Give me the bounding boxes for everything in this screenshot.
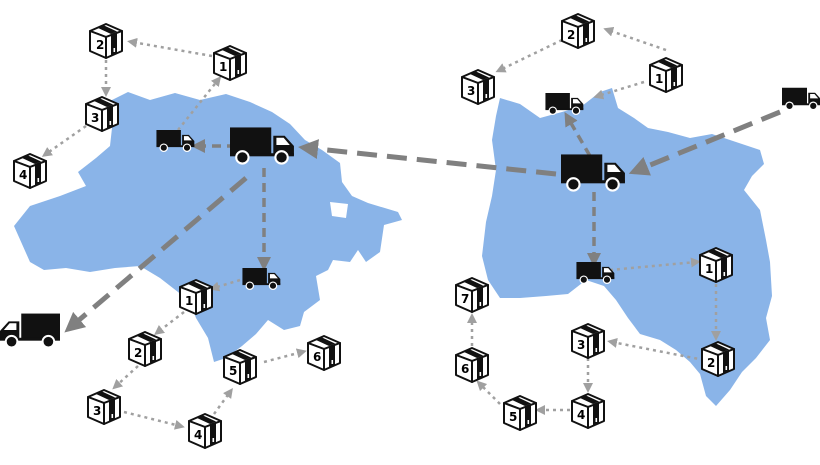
local-routes [41,26,721,430]
parcel-number: 2 [567,28,575,42]
parcel-box: 3 [87,389,121,425]
parcel-number: 2 [96,38,104,52]
left-city-region [14,92,402,362]
parcel-box: 4 [13,153,47,189]
parcel-box: 4 [571,393,605,429]
parcel-box: 4 [188,413,222,449]
parcel-box-icon [89,23,123,59]
parcel-number: 2 [707,356,715,370]
parcel-box: 7 [455,277,489,313]
parcel-box: 1 [179,279,213,315]
left-city-parcels: 2 1 3 4 1 2 3 4 5 6 [13,23,341,449]
parcel-number: 3 [93,404,101,418]
parcel-number: 6 [313,350,321,364]
parcel-box: 1 [649,57,683,93]
trunk-routes [64,109,781,333]
parcel-number: 3 [577,338,585,352]
parcel-number: 5 [509,410,517,424]
trunk-route-outbound [64,176,248,333]
parcel-number: 3 [467,84,475,98]
parcel-number: 6 [461,362,469,376]
parcel-box: 3 [571,323,605,359]
parcel-box: 2 [128,331,162,367]
parcel-box: 2 [89,23,123,59]
parcel-number: 2 [134,346,142,360]
branch-routes [191,111,601,271]
parcel-number: 7 [461,292,469,306]
parcel-number: 4 [194,428,202,442]
parcel-number: 4 [577,408,585,422]
right-city-parcels: 2 3 1 1 2 3 4 5 6 7 [455,13,735,431]
trunk-route-city-to-city [298,139,557,177]
parcel-number: 1 [185,294,193,308]
parcel-number: 4 [19,168,27,182]
right-city-region [482,88,772,406]
truck-icon [782,86,820,111]
left-city-notch [330,202,348,218]
trunk-route-inbound [628,109,781,176]
truck-icon [544,93,585,115]
parcel-number: 1 [219,60,227,74]
parcel-number: 5 [229,364,237,378]
parcel-box: 2 [701,341,735,377]
truck-icon [0,312,60,349]
parcel-box: 1 [213,45,247,81]
parcel-box: 6 [455,347,489,383]
parcel-number: 1 [655,72,663,86]
parcel-box: 3 [85,96,119,132]
parcel-box: 5 [503,395,537,431]
parcel-box: 5 [223,349,257,385]
parcel-number: 3 [91,111,99,125]
branch-route-right-north [564,111,592,157]
parcel-box: 3 [461,69,495,105]
parcel-box: 6 [307,335,341,371]
parcel-number: 1 [705,262,713,276]
parcel-box: 1 [699,247,733,283]
parcel-box: 2 [561,13,595,49]
